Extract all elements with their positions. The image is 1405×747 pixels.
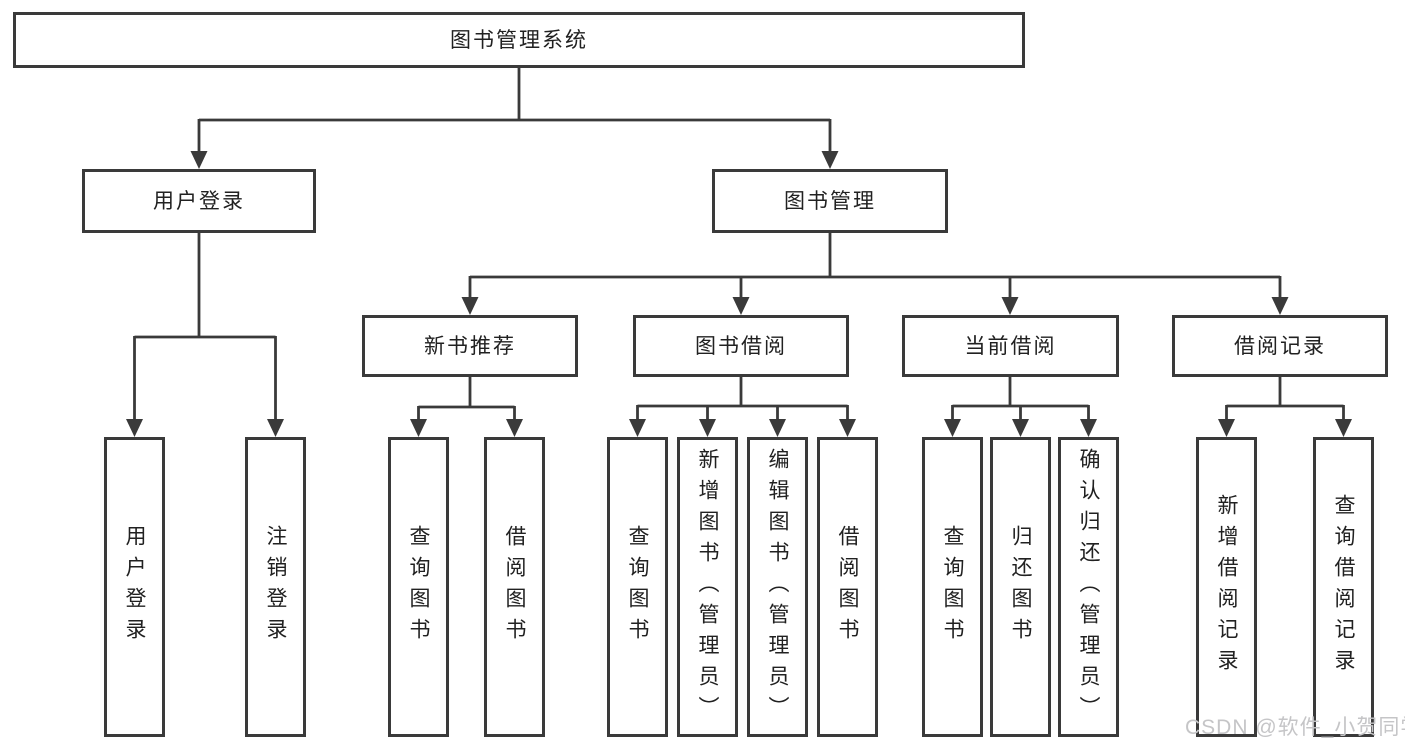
- node-leaf-recommend-query-book: 查询图书: [388, 437, 449, 737]
- connector-user-login-children: [126, 233, 284, 437]
- node-book-borrow: 图书借阅: [633, 315, 849, 377]
- node-borrow-records: 借阅记录: [1172, 315, 1388, 377]
- node-user-login: 用户登录: [82, 169, 316, 233]
- node-leaf-borrow-borrow-book: 借阅图书: [817, 437, 878, 737]
- node-leaf-current-return-book: 归还图书: [990, 437, 1051, 737]
- node-leaf-borrow-add-book: 新增图书（管理员）: [677, 437, 738, 737]
- node-leaf-borrow-edit-book: 编辑图书（管理员）: [747, 437, 808, 737]
- node-leaf-recommend-borrow-book: 借阅图书: [484, 437, 545, 737]
- connector-book-management-children: [461, 233, 1289, 315]
- connector-records-children: [1218, 377, 1352, 437]
- node-leaf-records-query-record: 查询借阅记录: [1313, 437, 1374, 737]
- connector-borrow-children: [629, 377, 856, 437]
- connector-current-children: [944, 377, 1097, 437]
- node-book-management: 图书管理: [712, 169, 948, 233]
- node-current-borrow: 当前借阅: [902, 315, 1119, 377]
- node-leaf-user-login: 用户登录: [104, 437, 165, 737]
- node-leaf-records-add-record: 新增借阅记录: [1196, 437, 1257, 737]
- connector-root-to-level1: [190, 68, 839, 169]
- node-leaf-current-confirm-return: 确认归还（管理员）: [1058, 437, 1119, 737]
- node-leaf-logout: 注销登录: [245, 437, 306, 737]
- node-leaf-current-query-book: 查询图书: [922, 437, 983, 737]
- node-leaf-borrow-query-book: 查询图书: [607, 437, 668, 737]
- connector-recommend-children: [410, 377, 523, 437]
- node-new-book-recommend: 新书推荐: [362, 315, 578, 377]
- node-root-system: 图书管理系统: [13, 12, 1025, 68]
- csdn-watermark: CSDN @软件_小贺同学: [1185, 716, 1405, 739]
